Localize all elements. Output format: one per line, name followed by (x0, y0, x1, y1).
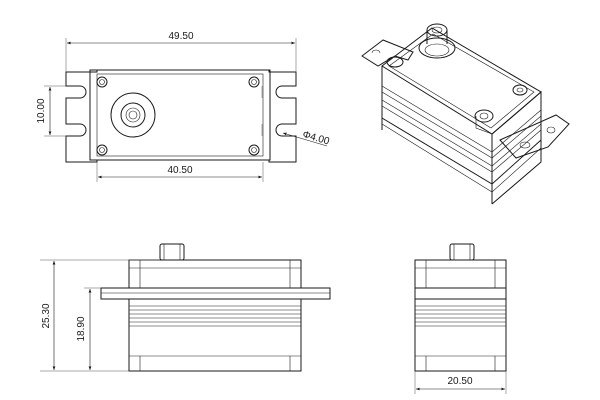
side-view-body (414, 259, 507, 372)
dim-total-height-label: 25.30 (41, 303, 52, 328)
front-view-shaft (159, 243, 185, 261)
dim-hole-diameter: Φ4.00 (282, 129, 331, 148)
isometric-view (361, 23, 570, 205)
dim-side-width-label: 20.50 (447, 376, 472, 387)
top-view-boss-outer (110, 92, 156, 138)
dim-top-width-label: 49.50 (168, 31, 193, 42)
dim-hole-spacing: 40.50 (96, 162, 264, 182)
top-view-boss-hole (128, 110, 138, 120)
dim-top-width: 49.50 (65, 31, 297, 72)
dim-total-height: 25.30 (40, 259, 160, 372)
dim-body-height: 18.90 (76, 287, 101, 370)
front-view: 25.30 18.90 (40, 243, 331, 372)
top-view-boss-mid (120, 102, 146, 128)
side-view-fins (415, 305, 506, 371)
front-view-top-cap (128, 259, 302, 289)
front-view-body (128, 298, 302, 372)
iso-flange-left (361, 39, 414, 67)
dim-top-height-label: 10.00 (36, 98, 47, 123)
top-view-boss-inner (125, 107, 141, 123)
front-view-fins (129, 305, 301, 371)
top-view-screws (96, 76, 260, 156)
top-view: 49.50 10.00 40.50 Φ4.00 (36, 31, 331, 182)
front-view-flange (100, 287, 331, 300)
dim-hole-spacing-label: 40.50 (167, 165, 192, 176)
dim-hole-diameter-label: Φ4.00 (301, 129, 331, 147)
iso-flange-right (499, 114, 570, 159)
side-view-shaft (449, 243, 475, 261)
iso-body-layers (381, 66, 542, 205)
dim-side-width: 20.50 (414, 371, 507, 394)
dim-body-height-label: 18.90 (76, 316, 87, 341)
top-view-body (89, 69, 271, 161)
dim-top-height: 10.00 (36, 85, 66, 137)
iso-corner-bosses (386, 56, 528, 135)
top-view-flange (65, 69, 297, 163)
iso-top-cover (381, 27, 542, 135)
iso-output-shaft (418, 23, 456, 59)
top-view-cover (96, 73, 264, 157)
side-view: 20.50 (414, 243, 507, 394)
